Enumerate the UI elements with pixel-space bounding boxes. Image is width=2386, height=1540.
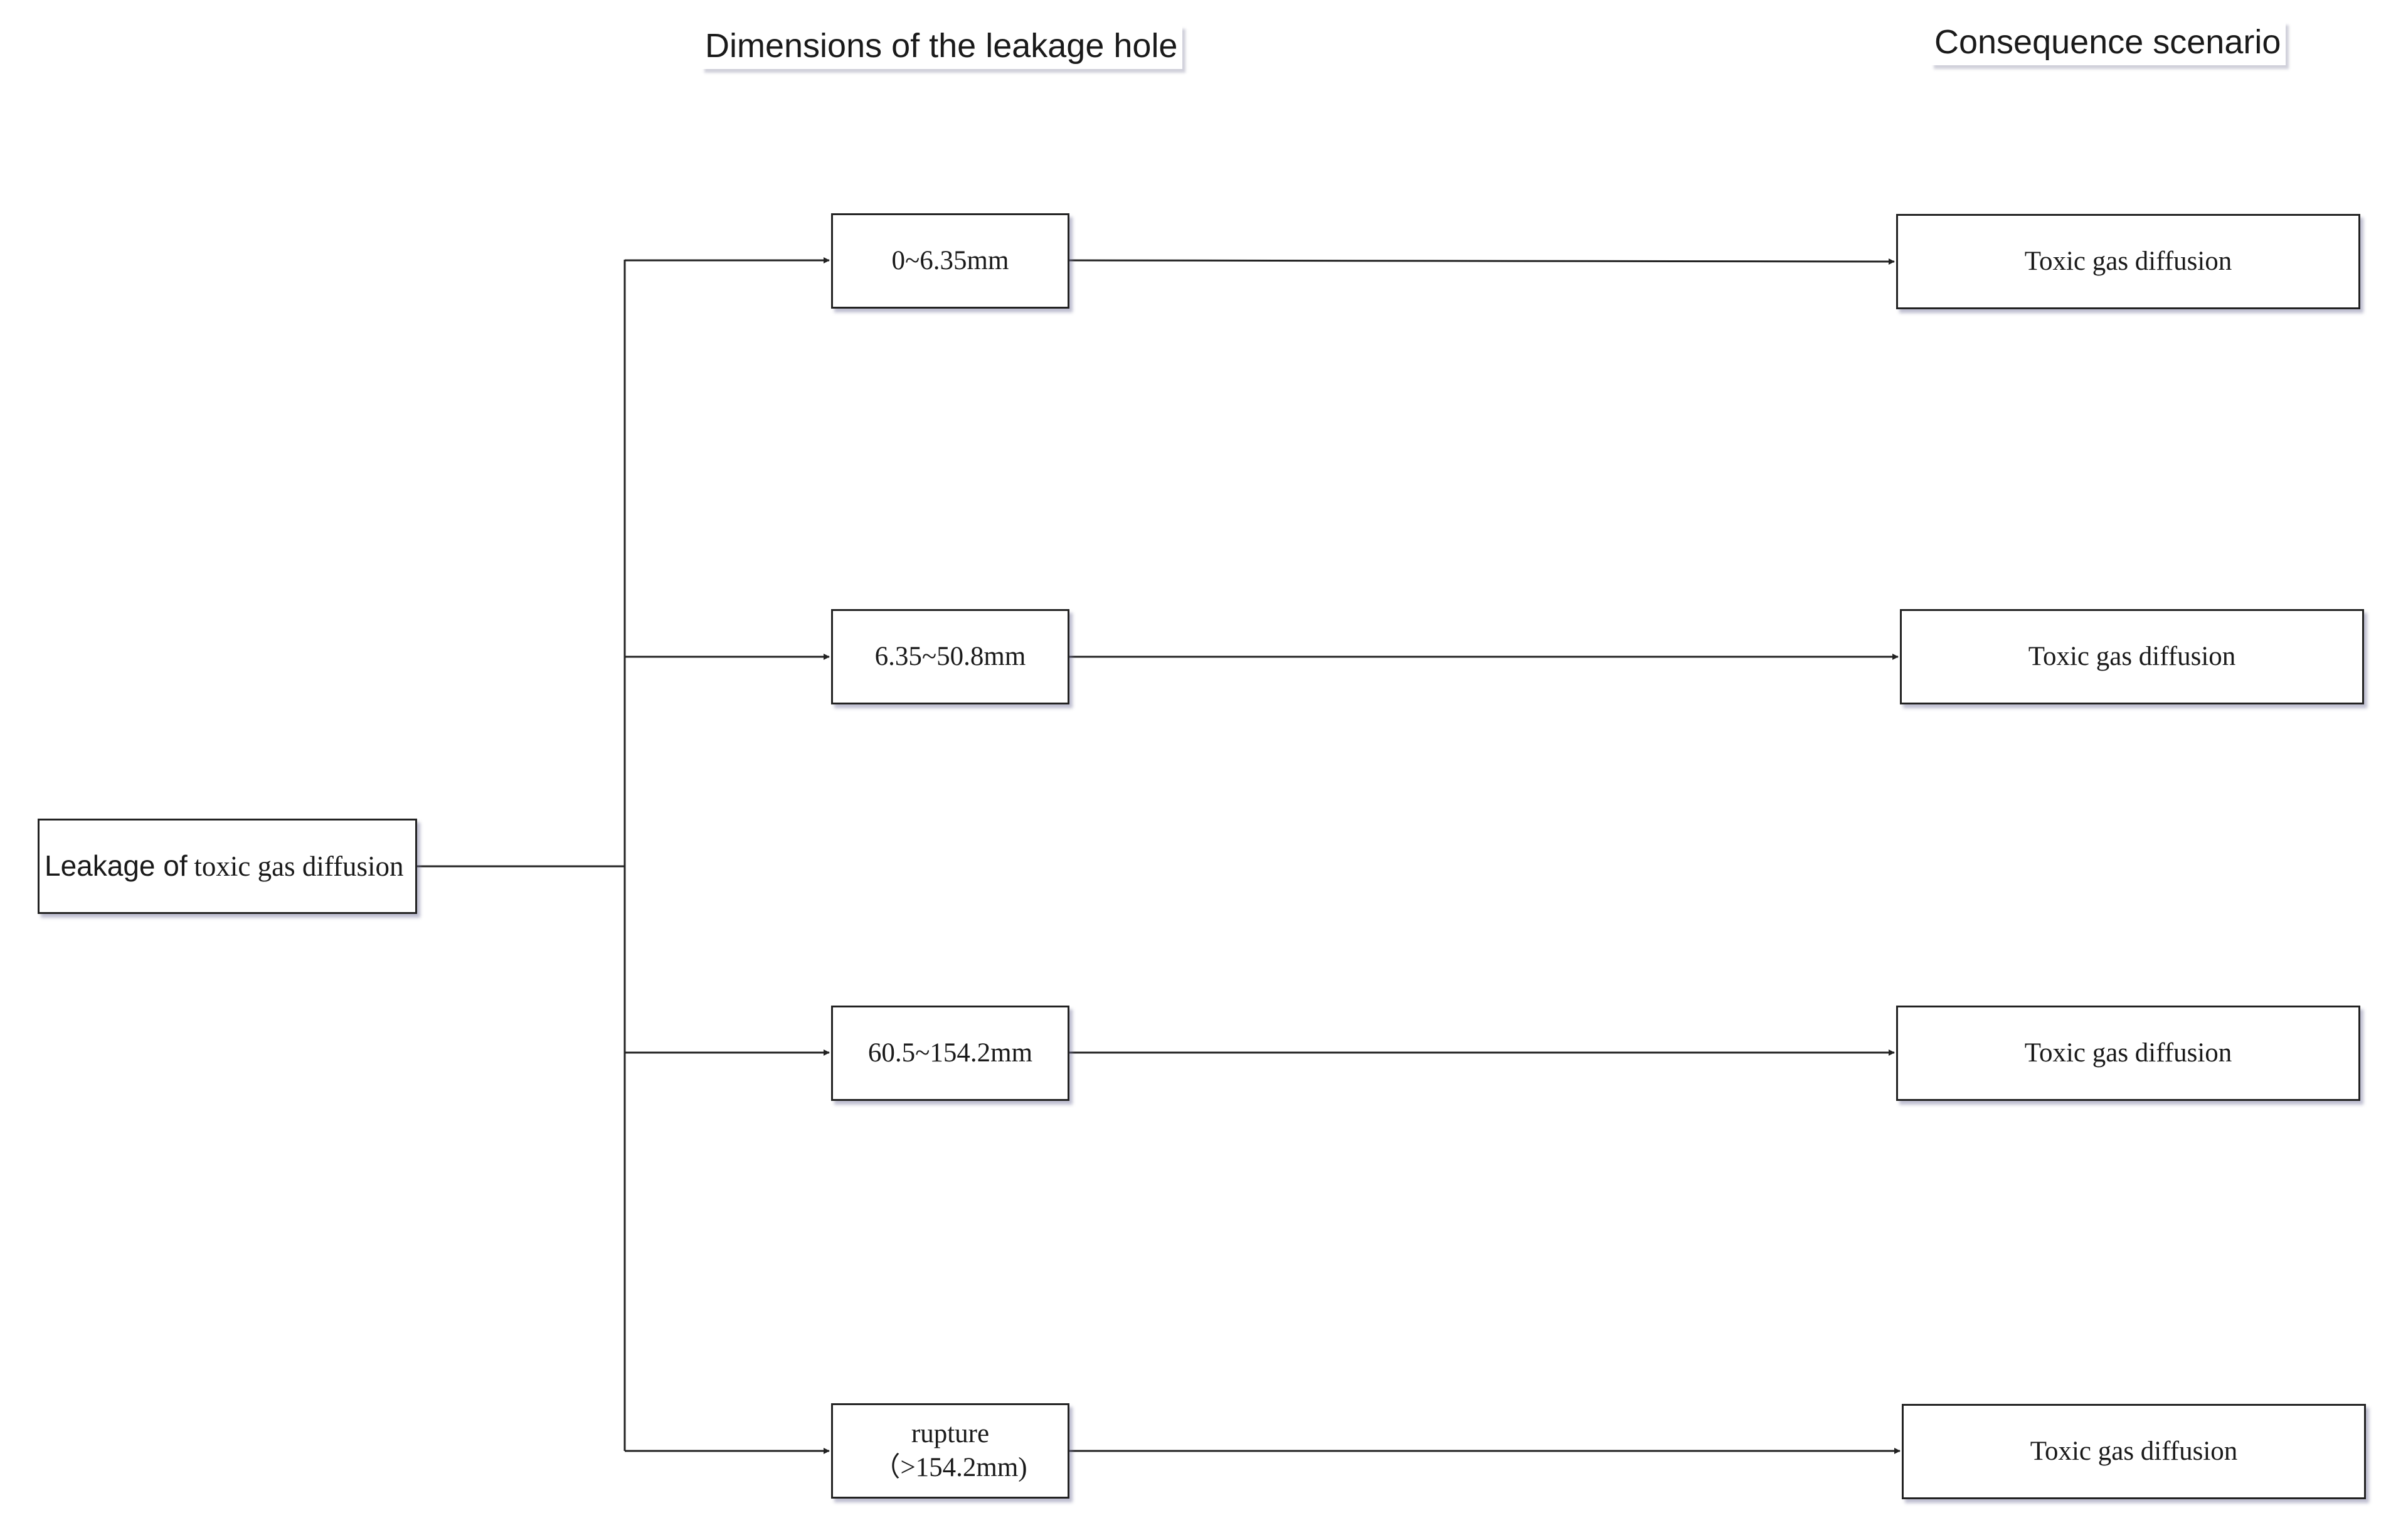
consequence-label: Toxic gas diffusion	[2024, 1038, 2232, 1068]
hole-size-label: 6.35~50.8mm	[874, 642, 1026, 672]
consequence-arrow-0	[1069, 258, 1895, 265]
hole-size-node: 0~6.35mm	[831, 213, 1069, 309]
root-label-main: toxic gas diffusion	[194, 850, 404, 882]
consequence-node: Toxic gas diffusion	[1896, 1006, 2360, 1101]
consequence-node: Toxic gas diffusion	[1896, 214, 2360, 309]
consequence-node: Toxic gas diffusion	[1900, 609, 2364, 704]
consequence-label: Toxic gas diffusion	[2030, 1436, 2238, 1467]
root-node: Leakage of toxic gas diffusion	[38, 819, 417, 914]
hole-size-node: 60.5~154.2mm	[831, 1006, 1069, 1101]
header-dimensions: Dimensions of the leakage hole	[701, 25, 1183, 69]
header-consequence: Consequence scenario	[1931, 21, 2286, 65]
hole-size-label: 60.5~154.2mm	[867, 1038, 1033, 1068]
root-label-prefix: Leakage of	[45, 849, 188, 883]
consequence-node: Toxic gas diffusion	[1902, 1404, 2366, 1499]
hole-size-node-rupture: rupture （>154.2mm)	[831, 1403, 1069, 1499]
consequence-label: Toxic gas diffusion	[2028, 642, 2236, 672]
hole-size-label: rupture	[911, 1419, 990, 1449]
consequence-label: Toxic gas diffusion	[2024, 247, 2232, 277]
hole-size-node: 6.35~50.8mm	[831, 609, 1069, 704]
hole-size-label: 0~6.35mm	[891, 246, 1009, 276]
hole-size-sublabel: （>154.2mm)	[873, 1453, 1027, 1482]
